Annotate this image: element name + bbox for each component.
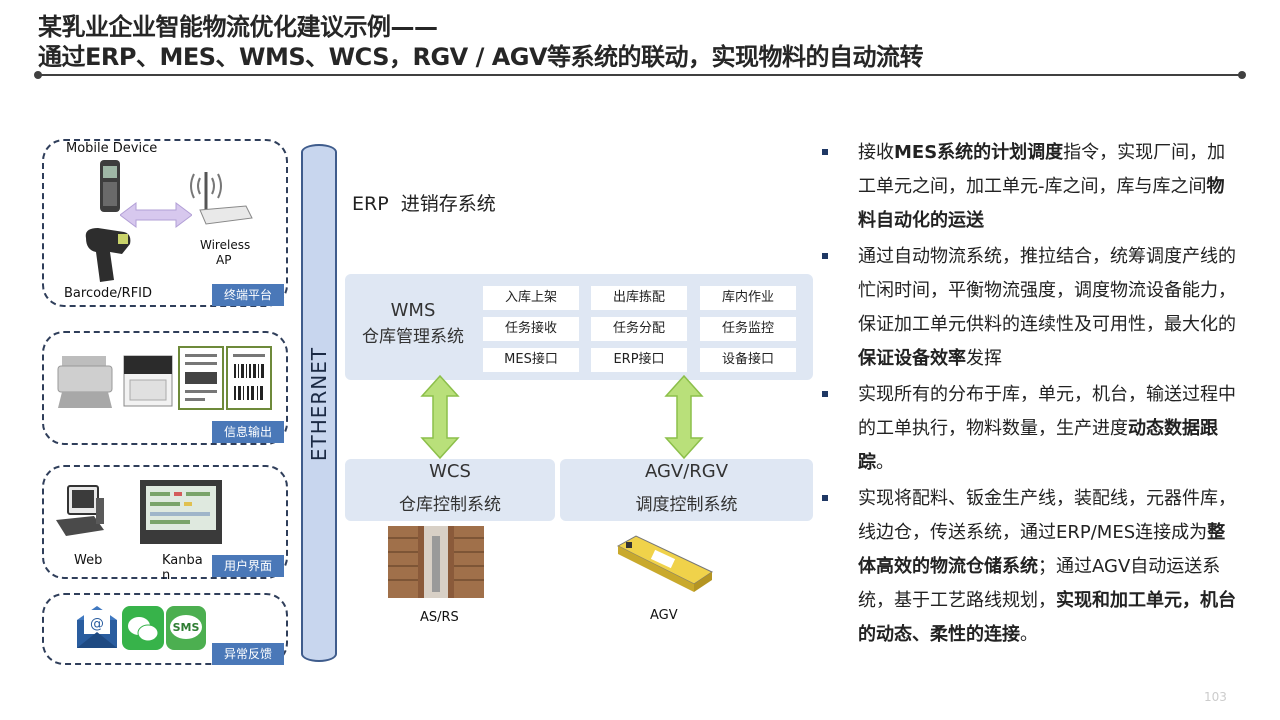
info-output-group xyxy=(42,331,288,445)
exception-feedback-group xyxy=(42,593,288,665)
label-printer-icon xyxy=(123,355,173,407)
erp-name: ERP xyxy=(352,193,389,215)
web-computer-icon xyxy=(56,485,104,536)
divider-dot-left xyxy=(34,71,42,79)
terminal-platform-tag: 终端平台 xyxy=(212,284,284,306)
wms-cell-picking: 出库拣配 xyxy=(591,286,687,310)
page-title-line-1: 某乳业企业智能物流优化建议示例—— xyxy=(38,13,438,41)
svg-text:@: @ xyxy=(90,616,104,632)
bullet-4-text-c: ；通过AGV自动运送系统，基于工艺路线规划， xyxy=(858,556,1221,611)
wcs-name: WCS xyxy=(429,461,471,482)
bullet-3-text-a: 实现所有的分布于库，单元，机台，输送过程中的工单执行，物料数量，生产进度 xyxy=(858,384,1236,439)
barcode-rfid-label: Barcode/RFID xyxy=(64,286,153,301)
wms-cell-putaway: 入库上架 xyxy=(483,286,579,310)
wms-cell-erp-interface: ERP接口 xyxy=(591,348,687,372)
bullet-square-icon xyxy=(822,495,828,501)
exception-feedback-tag: 异常反馈 xyxy=(212,643,284,665)
mobile-device-label: Mobile Device xyxy=(66,141,158,156)
barcode-label-icon xyxy=(226,346,272,410)
bullet-3-text-c: 。 xyxy=(876,452,894,473)
user-interface-tag: 用户界面 xyxy=(212,555,284,577)
email-icon: @ xyxy=(77,606,117,648)
handheld-terminal-icon xyxy=(100,160,120,212)
wms-cell-mes-interface: MES接口 xyxy=(483,348,579,372)
bullet-item-1: 接收MES系统的计划调度指令，实现厂间，加工单元之间，加工单元-库之间，库与库之… xyxy=(822,136,1242,238)
web-label: Web xyxy=(74,553,103,568)
wms-cell-inventory-ops: 库内作业 xyxy=(700,286,796,310)
bullet-item-3: 实现所有的分布于库，单元，机台，输送过程中的工单执行，物料数量，生产进度动态数据… xyxy=(822,378,1242,480)
bullet-4-text-e: 。 xyxy=(1020,624,1038,645)
wms-name: WMS xyxy=(390,300,436,321)
asrs-label: AS/RS xyxy=(420,610,459,625)
bullet-square-icon xyxy=(822,391,828,397)
terminal-platform-group xyxy=(42,139,288,307)
shipping-label-icon xyxy=(178,346,224,410)
wireless-ap-icon xyxy=(190,172,253,225)
divider-dot-right xyxy=(1238,71,1246,79)
wms-cell-task-assign: 任务分配 xyxy=(591,317,687,341)
kanban-label-line-2: n xyxy=(162,568,171,583)
bullet-square-icon xyxy=(822,149,828,155)
asrs-warehouse-image xyxy=(388,526,484,598)
bullet-item-4: 实现将配料、钣金生产线，装配线，元器件库，线边仓，传送系统，通过ERP/MES连… xyxy=(822,482,1242,652)
agv-panel xyxy=(560,459,813,521)
bullet-1-bold-d: 物料自动化的运送 xyxy=(858,176,1225,231)
agv-vehicle-image xyxy=(616,535,714,592)
title-divider xyxy=(38,74,1242,76)
bullet-list: 接收MES系统的计划调度指令，实现厂间，加工单元之间，加工单元-库之间，库与库之… xyxy=(822,136,1242,654)
ethernet-label: ETHERNET xyxy=(307,346,331,462)
wms-cell-device-interface: 设备接口 xyxy=(700,348,796,372)
sms-icon-text: SMS xyxy=(173,621,200,634)
wms-wcs-double-arrow-icon xyxy=(420,374,460,460)
bullet-1-text-c: 指令，实现厂间，加工单元之间，加工单元-库之间，库与库之间 xyxy=(858,142,1226,197)
user-interface-group xyxy=(42,465,288,579)
agv-image-label: AGV xyxy=(650,608,678,623)
wms-desc: 仓库管理系统 xyxy=(362,327,464,347)
bullet-2-text-a: 通过自动物流系统，推拉结合，统筹调度产线的忙闲时间，平衡物流强度，调度物流设备能… xyxy=(858,246,1236,335)
bullet-3-bold-b: 动态数据跟踪 xyxy=(858,418,1218,473)
wireless-ap-label-line-2: AP xyxy=(216,253,232,267)
wms-cell-task-receive: 任务接收 xyxy=(483,317,579,341)
erp-system-label: ERP 进销存系统 xyxy=(352,189,496,216)
bullet-1-text-a: 接收 xyxy=(858,142,894,163)
wms-cell-task-monitor: 任务监控 xyxy=(700,317,796,341)
bullet-square-icon xyxy=(822,253,828,259)
printer-icon xyxy=(57,356,113,408)
bullet-1-bold-b: MES系统的计划调度 xyxy=(894,142,1064,163)
bullet-4-bold-d: 实现和加工单元，机台的动态、柔性的连接 xyxy=(858,590,1236,645)
wechat-icon xyxy=(122,606,164,650)
barcode-scanner-icon xyxy=(85,228,131,282)
wireless-link-arrow-icon xyxy=(120,202,192,228)
kanban-label-line-1: Kanba xyxy=(162,553,203,568)
page-title-line-2: 通过ERP、MES、WMS、WCS，RGV / AGV等系统的联动，实现物料的自… xyxy=(38,43,924,71)
bullet-2-text-c: 发挥 xyxy=(966,348,1002,369)
ethernet-bus xyxy=(301,144,337,662)
wms-agv-double-arrow-icon xyxy=(664,374,704,460)
agv-desc: 调度控制系统 xyxy=(635,495,738,515)
info-output-tag: 信息输出 xyxy=(212,421,284,443)
wcs-panel xyxy=(345,459,555,521)
kanban-board-icon xyxy=(140,480,222,544)
bullet-4-text-a: 实现将配料、钣金生产线，装配线，元器件库，线边仓，传送系统，通过ERP/MES连… xyxy=(858,488,1236,543)
page-number: 103 xyxy=(1204,690,1227,704)
agv-name: AGV/RGV xyxy=(644,461,729,482)
wcs-desc: 仓库控制系统 xyxy=(399,495,501,515)
bullet-item-2: 通过自动物流系统，推拉结合，统筹调度产线的忙闲时间，平衡物流强度，调度物流设备能… xyxy=(822,240,1242,376)
erp-desc: 进销存系统 xyxy=(400,193,496,215)
bullet-2-bold-b: 保证设备效率 xyxy=(858,348,966,369)
wireless-ap-label-line-1: Wireless xyxy=(200,238,251,252)
bullet-4-bold-b: 整体高效的物流仓储系统 xyxy=(858,522,1226,577)
sms-icon: SMS xyxy=(166,606,206,650)
